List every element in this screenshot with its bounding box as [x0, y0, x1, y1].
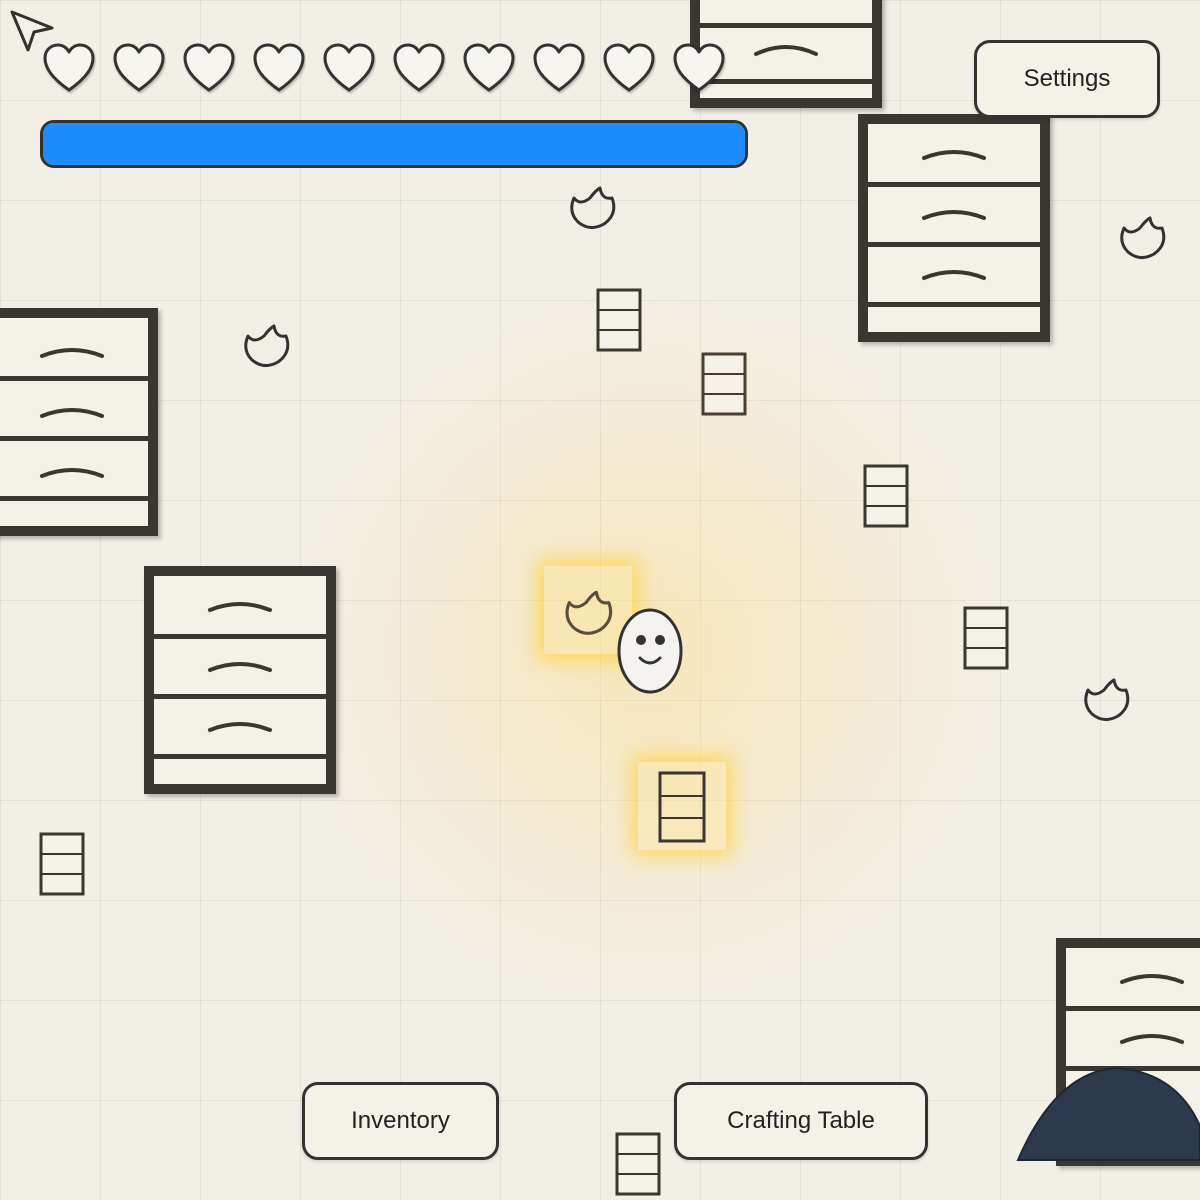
heart-icon [462, 42, 516, 94]
dark-mound [1016, 1066, 1200, 1161]
player-face-icon[interactable] [616, 606, 686, 696]
heart-icon [532, 42, 586, 94]
crafting-table-button[interactable]: Crafting Table [674, 1082, 928, 1160]
acorn-icon[interactable] [566, 184, 618, 230]
heart-icon [392, 42, 446, 94]
heart-icon [182, 42, 236, 94]
heart-icon [42, 42, 96, 94]
drawer-cabinet[interactable] [0, 308, 158, 536]
inventory-button[interactable]: Inventory [302, 1082, 499, 1160]
drawer-cabinet[interactable] [144, 566, 336, 794]
highlighted-crate-tile[interactable] [638, 762, 726, 850]
heart-icon [322, 42, 376, 94]
acorn-icon [565, 590, 613, 635]
heart-icon [602, 42, 656, 94]
crate-icon[interactable] [39, 832, 85, 896]
highlighted-acorn-tile[interactable] [544, 566, 632, 654]
health-bar-fill [43, 123, 745, 165]
drawer-cabinet[interactable] [858, 114, 1050, 342]
acorn-icon[interactable] [1080, 676, 1132, 722]
heart-icon [252, 42, 306, 94]
heart-icon [112, 42, 166, 94]
crate-icon[interactable] [963, 606, 1009, 670]
heart-icon [672, 42, 726, 94]
cursor-icon [10, 10, 54, 52]
settings-button[interactable]: Settings [974, 40, 1160, 118]
crate-icon[interactable] [863, 464, 909, 528]
crate-icon[interactable] [615, 1132, 661, 1196]
acorn-icon[interactable] [240, 322, 292, 368]
acorn-icon[interactable] [1116, 214, 1168, 260]
crate-icon[interactable] [596, 288, 642, 352]
crate-icon [658, 771, 706, 843]
crate-icon[interactable] [701, 352, 747, 416]
health-bar [40, 120, 748, 168]
